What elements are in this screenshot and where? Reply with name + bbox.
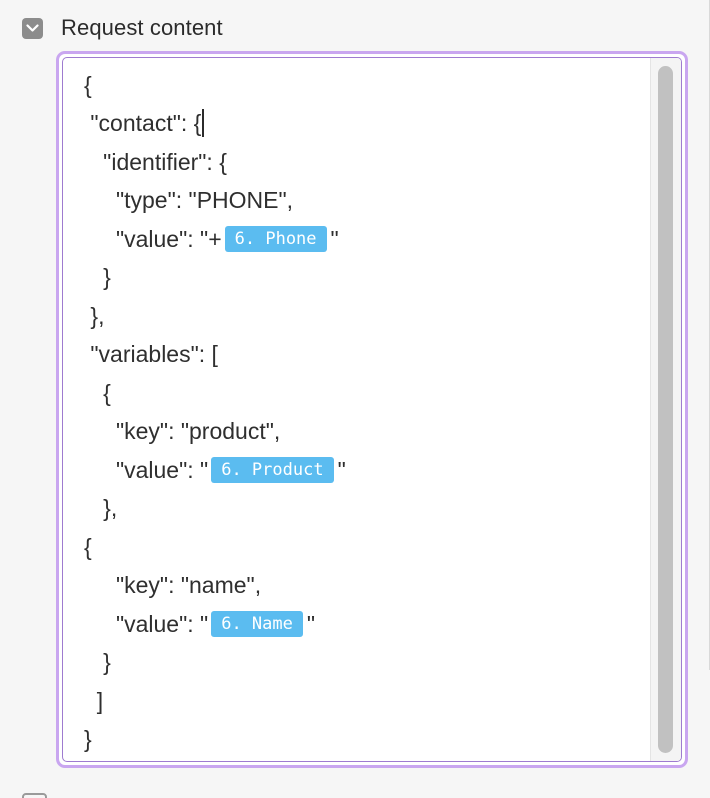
code-text: { xyxy=(84,380,111,406)
collapse-toggle-button[interactable] xyxy=(22,17,43,39)
code-line: "contact": { xyxy=(84,108,205,138)
section-title: Request content xyxy=(61,15,223,40)
code-line: "variables": [ xyxy=(84,339,218,369)
section-header: Request content xyxy=(22,14,223,42)
code-line: { xyxy=(84,532,92,562)
code-text: "variables": [ xyxy=(84,341,218,367)
code-line: "type": "PHONE", xyxy=(84,185,293,215)
code-text: }, xyxy=(84,495,118,521)
code-line: ] xyxy=(84,686,103,716)
request-content-editor[interactable]: { "contact": { "identifier": { "type": "… xyxy=(56,51,688,768)
code-line: { xyxy=(84,378,111,408)
code-text: " xyxy=(330,226,339,252)
code-line: } xyxy=(84,724,92,754)
code-text: "key": "name", xyxy=(84,572,262,598)
code-text: ] xyxy=(84,688,104,714)
scrollbar-thumb[interactable] xyxy=(658,66,673,753)
code-line: "value": "6. Name" xyxy=(84,609,315,639)
chevron-down-icon xyxy=(26,23,39,32)
code-line: { xyxy=(84,70,92,100)
code-text: "type": "PHONE", xyxy=(84,187,294,213)
code-text: "contact": { xyxy=(84,110,202,136)
vertical-scrollbar[interactable] xyxy=(650,58,681,761)
code-line: "key": "name", xyxy=(84,570,261,600)
code-line: }, xyxy=(84,301,104,331)
code-text: " xyxy=(337,457,346,483)
code-text: { xyxy=(84,534,92,560)
code-text: "key": "product", xyxy=(84,418,281,444)
code-line: "value": "6. Product" xyxy=(84,455,346,485)
text-caret xyxy=(202,108,205,137)
variable-token-name[interactable]: 6. Name xyxy=(211,610,303,637)
code-line: } xyxy=(84,262,111,292)
code-line: } xyxy=(84,647,111,677)
variable-token-product[interactable]: 6. Product xyxy=(211,456,334,483)
code-text: "value": " xyxy=(84,611,209,637)
editor-text-area[interactable]: { "contact": { "identifier": { "type": "… xyxy=(62,57,682,762)
code-text: }, xyxy=(84,303,105,329)
code-text: } xyxy=(84,264,111,290)
code-text: " xyxy=(306,611,316,637)
code-text: } xyxy=(84,649,111,675)
code-line: "key": "product", xyxy=(84,416,280,446)
variable-token-phone[interactable]: 6. Phone xyxy=(224,225,327,252)
code-text: "identifier": { xyxy=(84,149,227,175)
code-text: "value": " xyxy=(84,457,209,483)
next-section-toggle[interactable] xyxy=(22,793,47,798)
code-text: } xyxy=(84,726,92,752)
code-text: { xyxy=(84,72,92,98)
code-line: "value": "+6. Phone" xyxy=(84,224,339,254)
code-text: "value": "+ xyxy=(84,226,222,252)
code-line: "identifier": { xyxy=(84,147,227,177)
code-line: }, xyxy=(84,493,117,523)
